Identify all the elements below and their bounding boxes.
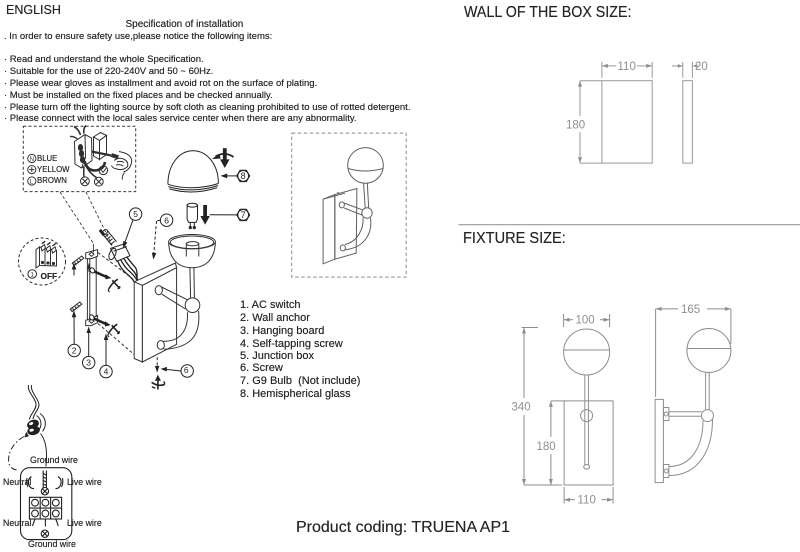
svg-text:5: 5: [133, 209, 138, 219]
svg-text:8: 8: [241, 171, 246, 181]
svg-text:340: 340: [512, 402, 531, 414]
svg-text:L: L: [30, 179, 34, 185]
svg-text:180: 180: [566, 120, 585, 132]
svg-text:100: 100: [576, 315, 595, 327]
svg-text:N: N: [30, 157, 34, 163]
svg-text:4: 4: [104, 367, 109, 377]
svg-text:3: 3: [86, 358, 91, 368]
svg-text:110: 110: [618, 61, 636, 73]
svg-text:165: 165: [681, 304, 700, 316]
svg-text:6: 6: [184, 365, 189, 375]
svg-text:180: 180: [537, 441, 556, 453]
svg-text:7: 7: [241, 210, 246, 220]
svg-text:2: 2: [72, 346, 77, 356]
svg-text:1: 1: [30, 271, 34, 278]
svg-text:20: 20: [695, 61, 708, 73]
svg-text:6: 6: [164, 215, 169, 225]
svg-text:110: 110: [578, 495, 596, 507]
